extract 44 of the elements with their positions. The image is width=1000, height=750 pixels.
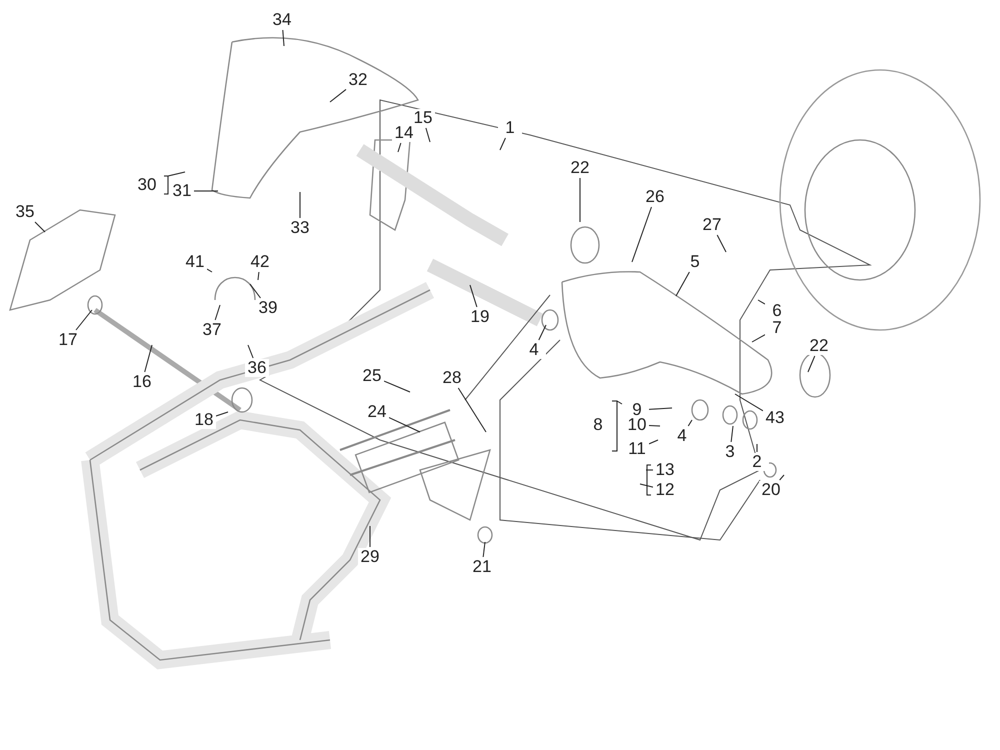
- leader-line: [538, 324, 546, 340]
- leader-line: [640, 484, 654, 488]
- leader-line: [282, 30, 284, 46]
- callout-number: 25: [360, 367, 384, 385]
- leader-line: [34, 222, 46, 232]
- leader-line: [688, 420, 692, 426]
- leader-line: [482, 542, 486, 558]
- leader-line: [206, 268, 212, 272]
- leader-line: [250, 284, 261, 298]
- leader-line: [758, 300, 766, 305]
- leader-line: [76, 310, 92, 330]
- leader-line: [676, 272, 690, 296]
- leader-line: [330, 88, 346, 102]
- leader-line: [500, 138, 506, 150]
- leader-line: [648, 408, 672, 410]
- leader-line: [752, 334, 766, 342]
- leader-line: [648, 425, 660, 426]
- callout-number: 24: [365, 403, 389, 421]
- leader-line: [258, 272, 260, 280]
- callout-number: 41: [183, 253, 207, 271]
- callout-number: 1: [498, 119, 522, 137]
- leader-line: [216, 412, 228, 416]
- leader-line: [425, 128, 430, 142]
- leader-line: [470, 284, 478, 308]
- leader-line: [384, 380, 410, 392]
- leader-line: [398, 142, 402, 152]
- leader-line: [214, 304, 220, 320]
- callout-number: 29: [358, 548, 382, 566]
- leader-line: [779, 474, 784, 480]
- callout-number: 22: [807, 337, 831, 355]
- leader-line: [458, 388, 486, 432]
- leader-line: [194, 190, 218, 192]
- leader-line: [144, 344, 152, 372]
- callout-number: 36: [245, 359, 269, 377]
- leader-line: [730, 426, 734, 442]
- leader-line: [632, 206, 652, 262]
- leader-line: [716, 234, 726, 252]
- leader-line: [808, 356, 816, 372]
- callout-number: 14: [392, 124, 416, 142]
- leader-line: [648, 440, 658, 444]
- leader-line: [248, 344, 254, 358]
- leader-line: [388, 417, 420, 432]
- leader-line: [756, 444, 758, 452]
- leader-line: [734, 394, 764, 412]
